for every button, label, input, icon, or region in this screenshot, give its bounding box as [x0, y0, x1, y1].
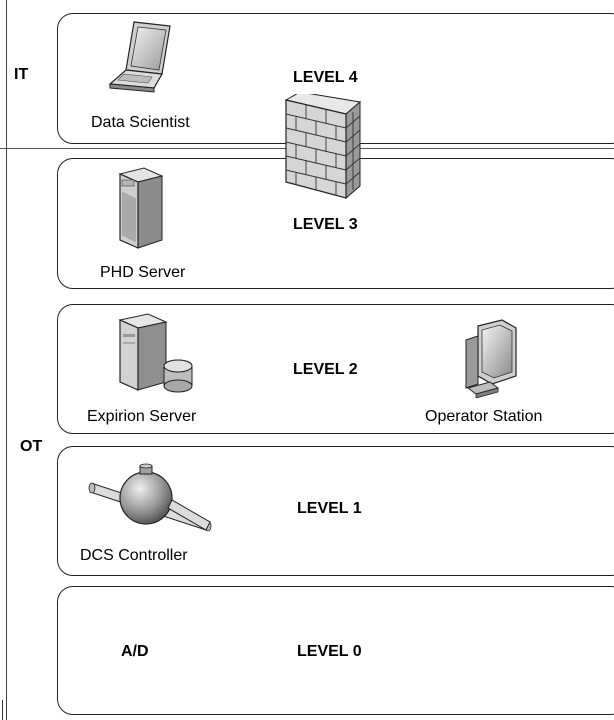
operator-station-label: Operator Station: [425, 408, 543, 425]
level-0-box: [57, 586, 614, 715]
level-2-label: LEVEL 2: [293, 361, 358, 378]
server-database-icon: [118, 313, 193, 393]
laptop-icon: [108, 21, 171, 93]
monitor-icon: [465, 319, 517, 398]
zone-label-it: IT: [14, 66, 29, 83]
vertical-divider-line: [6, 0, 7, 720]
level-1-label: LEVEL 1: [297, 500, 362, 517]
phd-server-label: PHD Server: [100, 264, 186, 281]
level-3-label: LEVEL 3: [293, 216, 358, 233]
firewall-icon: [284, 94, 362, 200]
controller-valve-icon: [88, 463, 212, 532]
zone-label-ot: OT: [20, 438, 43, 455]
expirion-server-label: Expirion Server: [87, 408, 197, 425]
ad-label: A/D: [121, 643, 149, 660]
server-tower-icon: [118, 167, 164, 249]
data-scientist-label: Data Scientist: [91, 114, 190, 131]
dcs-controller-label: DCS Controller: [80, 547, 188, 564]
edge-marker: [2, 700, 3, 720]
level-4-label: LEVEL 4: [293, 69, 358, 86]
level-0-label: LEVEL 0: [297, 643, 362, 660]
